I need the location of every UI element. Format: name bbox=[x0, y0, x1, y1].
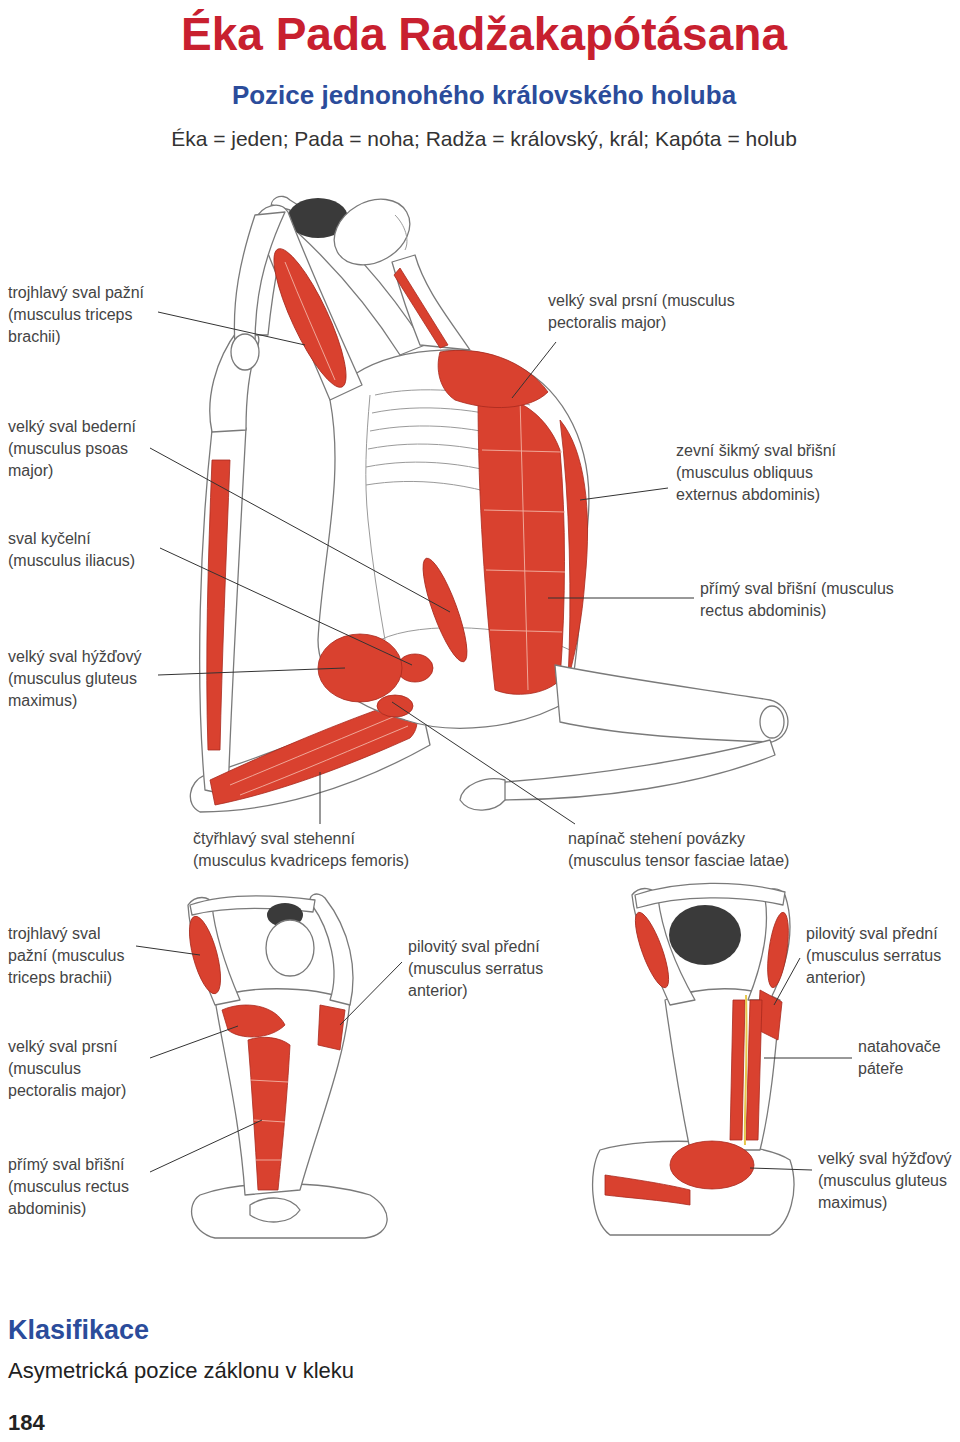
leader-line bbox=[750, 1168, 812, 1170]
anatomy-shape bbox=[484, 510, 565, 512]
leader-line bbox=[340, 962, 402, 1025]
anatomy-shape bbox=[635, 883, 785, 908]
anatomy-shape bbox=[394, 268, 448, 348]
muscle-label: pilovitý sval přední (musculus serratus … bbox=[408, 936, 568, 1002]
anatomy-shape bbox=[745, 995, 747, 1145]
anatomy-shape bbox=[669, 905, 741, 965]
anatomy-shape bbox=[231, 334, 259, 370]
muscle-label: velký sval hýžďový (musculus gluteus max… bbox=[818, 1148, 956, 1214]
anatomy-shape bbox=[605, 1175, 690, 1205]
anatomy-shape bbox=[318, 1005, 345, 1050]
anatomy-shape bbox=[200, 428, 246, 795]
anatomy-shape bbox=[392, 255, 470, 350]
anatomy-shape bbox=[318, 634, 402, 702]
anatomy-shape bbox=[240, 726, 408, 795]
muscle-label: velký sval bederní (musculus psoas major… bbox=[8, 416, 168, 482]
muscle-label: velký sval prsní (musculus pectoralis ma… bbox=[8, 1036, 148, 1102]
muscle-label: pilovitý sval přední (musculus serratus … bbox=[806, 923, 956, 989]
leader-line bbox=[158, 668, 345, 675]
anatomy-shape bbox=[486, 570, 565, 572]
anatomy-shape bbox=[318, 350, 589, 728]
muscle-label: trojhlavý sval pažní (musculus triceps b… bbox=[8, 282, 173, 348]
section-heading: Klasifikace bbox=[8, 1312, 408, 1348]
anatomy-shape bbox=[266, 920, 314, 976]
anatomy-shape bbox=[746, 1000, 762, 1140]
anatomy-shape bbox=[207, 460, 230, 750]
anatomy-shape bbox=[478, 395, 565, 695]
anatomy-shape bbox=[215, 989, 350, 1195]
muscle-label: přímý sval břišní (musculus rectus abdom… bbox=[8, 1154, 158, 1220]
muscle-label: velký sval prsní (musculus pectoralis ma… bbox=[548, 290, 778, 334]
muscle-label: trojhlavý sval pažní (musculus triceps b… bbox=[8, 923, 133, 989]
leader-line bbox=[774, 958, 800, 1005]
anatomy-shape bbox=[322, 186, 421, 278]
anatomy-shape bbox=[730, 1000, 745, 1140]
muscle-label: zevní šikmý sval břišní (musculus obliqu… bbox=[676, 440, 846, 506]
anatomy-shape bbox=[395, 215, 407, 250]
muscle-label: sval kyčelní (musculus iliacus) bbox=[8, 528, 158, 572]
anatomy-shape bbox=[760, 706, 784, 738]
anatomy-shape bbox=[192, 1184, 388, 1238]
leader-line bbox=[150, 1120, 262, 1172]
page-title: Éka Pada Radžakapótásana bbox=[4, 6, 960, 62]
leader-line bbox=[512, 342, 556, 398]
muscle-label: čtyřhlavý sval stehenní (musculus kvadri… bbox=[193, 828, 418, 872]
anatomy-shape bbox=[629, 909, 675, 991]
anatomy-shape bbox=[670, 1141, 754, 1189]
anatomy-shape bbox=[482, 450, 562, 452]
anatomy-shape bbox=[366, 395, 385, 640]
anatomy-shape bbox=[250, 1080, 288, 1160]
front-view-figure bbox=[183, 894, 387, 1238]
muscle-label: napínač stehení povázky (musculus tensor… bbox=[568, 828, 803, 872]
leader-line bbox=[150, 448, 450, 612]
anatomy-shape bbox=[248, 1037, 290, 1190]
anatomy-shape bbox=[377, 695, 413, 717]
leader-lines bbox=[136, 312, 852, 1172]
anatomy-shape bbox=[520, 398, 528, 690]
anatomy-shape bbox=[285, 262, 335, 380]
leader-line bbox=[160, 548, 412, 665]
leader-line bbox=[548, 598, 694, 599]
leader-line bbox=[764, 1058, 852, 1059]
etymology: Éka = jeden; Pada = noha; Radža = králov… bbox=[4, 124, 960, 154]
leader-line bbox=[580, 488, 668, 500]
muscle-label: natahovače páteře bbox=[858, 1036, 953, 1080]
anatomy-shape bbox=[500, 740, 775, 800]
anatomy-shape bbox=[764, 911, 792, 989]
anatomy-shape bbox=[183, 913, 227, 996]
anatomy-shape bbox=[438, 350, 548, 407]
leader-line bbox=[392, 702, 575, 824]
anatomy-shape bbox=[310, 894, 353, 1005]
muscle-label: přímý sval břišní (musculus rectus abdom… bbox=[700, 578, 940, 622]
anatomy-shape bbox=[230, 712, 405, 785]
leader-line bbox=[158, 312, 305, 345]
muscle-label: velký sval hýžďový (musculus gluteus max… bbox=[8, 646, 168, 712]
anatomy-shape bbox=[250, 1198, 300, 1222]
anatomy-shape bbox=[234, 212, 285, 345]
anatomy-shape bbox=[460, 779, 505, 810]
anatomy-shape bbox=[262, 242, 359, 395]
page-number: 184 bbox=[8, 1408, 108, 1438]
classification-text: Asymetrická pozice záklonu v kleku bbox=[8, 1356, 608, 1386]
anatomy-shape bbox=[222, 1005, 285, 1037]
subtitle: Pozice jednonohého královského holuba bbox=[4, 78, 960, 112]
anatomy-shape bbox=[210, 328, 259, 432]
back-view-figure bbox=[593, 883, 794, 1235]
leader-line bbox=[150, 1026, 238, 1058]
anatomy-shape bbox=[555, 665, 788, 742]
anatomy-shape bbox=[593, 1141, 794, 1235]
anatomy-shape bbox=[415, 554, 475, 666]
leader-line bbox=[320, 772, 321, 824]
leader-line bbox=[136, 946, 200, 955]
